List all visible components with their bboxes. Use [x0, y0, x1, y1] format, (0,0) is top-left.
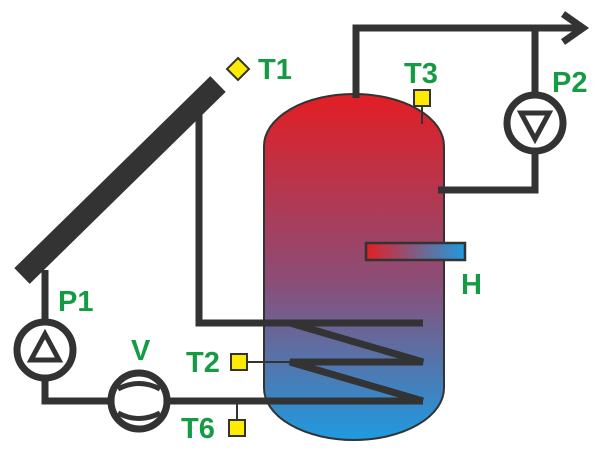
- sensor-t2-icon: [230, 353, 248, 371]
- storage-tank: [263, 93, 445, 441]
- label-t3: T3: [404, 58, 438, 90]
- flow-arrow-icon: [560, 11, 590, 45]
- label-p2: P2: [552, 67, 587, 99]
- solar-collector: [14, 76, 226, 284]
- pipe-p1-to-valve: [41, 378, 110, 405]
- sensor-t6-icon: [228, 419, 246, 437]
- flow-meter-v-icon: [107, 369, 171, 433]
- label-h: H: [461, 269, 482, 301]
- sensor-t1-icon: [225, 56, 251, 82]
- label-t6: T6: [181, 413, 215, 445]
- electric-heater-element: [364, 241, 467, 262]
- label-p1: P1: [58, 286, 93, 318]
- heat-exchanger-coil: [289, 319, 424, 405]
- hot-water-outlet-pipe: [352, 24, 578, 98]
- pump-p1-icon: [13, 318, 77, 382]
- label-v: V: [131, 335, 151, 367]
- label-t2: T2: [186, 347, 220, 379]
- sensor-t3-icon: [413, 89, 431, 107]
- label-t1: T1: [258, 54, 292, 86]
- pump-p2-icon: [503, 91, 567, 155]
- pipe-p2-to-tank: [438, 150, 539, 194]
